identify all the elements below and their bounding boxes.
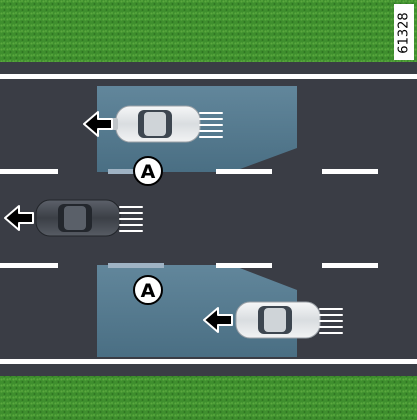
road-edge-top <box>0 74 417 79</box>
figure-id: 61328 <box>397 12 412 53</box>
grass-top <box>0 0 417 62</box>
svg-text:A: A <box>141 280 156 302</box>
zone-label-lower: A <box>134 276 162 304</box>
road-edge-bottom <box>0 359 417 364</box>
svg-text:A: A <box>141 161 156 183</box>
grass-bottom <box>0 376 417 420</box>
zone-label-upper: A <box>134 157 162 185</box>
